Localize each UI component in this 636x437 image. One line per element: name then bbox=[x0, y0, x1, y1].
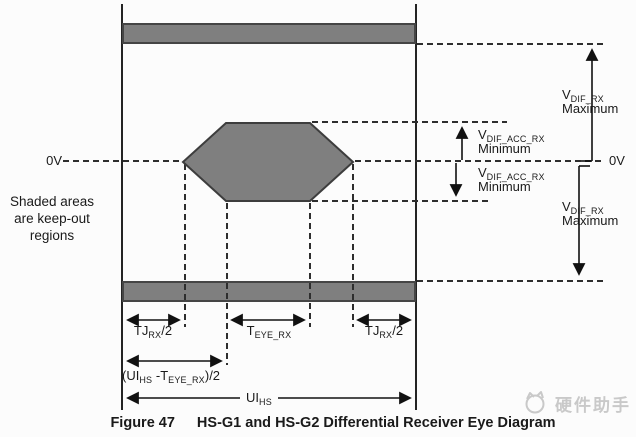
vdif-acc-bottom-ref-line bbox=[312, 200, 490, 202]
zero-volt-label-left: 0V bbox=[46, 153, 62, 168]
uihs-label: UIHS bbox=[240, 391, 278, 407]
watermark-logo-icon bbox=[525, 391, 545, 414]
eye-bottom-right-guide-line bbox=[309, 203, 311, 327]
eye-left-vertex-guide-line bbox=[184, 164, 186, 327]
tj-rx-right-label: TJRX/2 bbox=[364, 323, 404, 340]
keepout-note-line1: Shaded areas bbox=[9, 194, 95, 209]
left-rail-line bbox=[121, 4, 123, 410]
watermark-text: 硬件助手 bbox=[555, 395, 631, 415]
figure-caption: Figure 47 HS-G1 and HS-G2 Differential Re… bbox=[30, 415, 636, 431]
keepout-note-line2: are keep-out bbox=[14, 211, 90, 226]
zero-volt-label-right: 0V bbox=[609, 153, 625, 168]
figure-title: HS-G1 and HS-G2 Differential Receiver Ey… bbox=[196, 415, 556, 431]
vdif-acc-min-top-label: VDIF_ACC_RX Minimum bbox=[478, 127, 545, 156]
keepout-note-line3: regions bbox=[29, 228, 75, 243]
teye-rx-label: TEYE_RX bbox=[246, 323, 292, 340]
vdif-acc-min-bottom-label: VDIF_ACC_RX Minimum bbox=[478, 165, 545, 194]
eye-bottom-left-guide-line bbox=[226, 203, 228, 365]
vdif-max-top-ref-line bbox=[417, 43, 605, 45]
ui-minus-teye-label: (UIHS -TEYE_RX)/2 bbox=[122, 368, 221, 385]
keepout-note: Shaded areas are keep-out regions bbox=[0, 193, 104, 244]
vdif-rx-max-top-label: VDIF_RX Maximum bbox=[562, 87, 619, 116]
tj-rx-left-label: TJRX/2 bbox=[133, 323, 173, 340]
right-rail-line bbox=[415, 4, 417, 410]
vdif-rx-max-bottom-label: VDIF_RX Maximum bbox=[562, 199, 619, 228]
zero-ref-line-left bbox=[63, 160, 183, 162]
watermark: 硬件助手 bbox=[522, 390, 631, 416]
bottom-keepout-bar bbox=[122, 281, 416, 302]
top-keepout-bar bbox=[122, 23, 416, 44]
zero-ref-line-right bbox=[355, 160, 603, 162]
figure-number: Figure 47 bbox=[110, 415, 175, 431]
vdif-acc-top-ref-line bbox=[312, 121, 507, 123]
eye-hexagon bbox=[181, 122, 355, 202]
vdif-max-bottom-ref-line bbox=[417, 280, 607, 282]
eye-right-vertex-guide-line bbox=[352, 164, 354, 327]
